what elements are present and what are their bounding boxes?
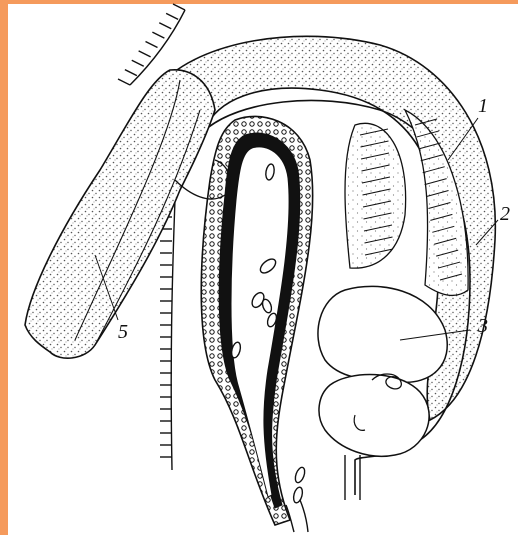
hatch-stroke — [118, 79, 130, 85]
label-5: 5 — [118, 321, 128, 343]
hatch-stroke — [139, 51, 151, 57]
hatch-stroke — [159, 23, 171, 29]
hatch-stroke — [173, 4, 185, 10]
hatch-stroke — [152, 32, 164, 38]
hatch-stroke — [146, 42, 158, 48]
label-3: 3 — [477, 315, 488, 337]
hatch-stroke — [166, 13, 178, 19]
tube-5 — [25, 70, 215, 358]
lower-chamber — [319, 375, 429, 457]
label-2: 2 — [500, 203, 510, 225]
large-chamber — [318, 286, 447, 382]
hatch-stroke — [125, 70, 137, 76]
label-1: 1 — [478, 95, 488, 117]
villi-layer-inner — [345, 123, 406, 268]
vessel-stalk — [286, 500, 308, 532]
hatch-stroke — [132, 60, 144, 66]
organ-stalk — [345, 455, 360, 500]
